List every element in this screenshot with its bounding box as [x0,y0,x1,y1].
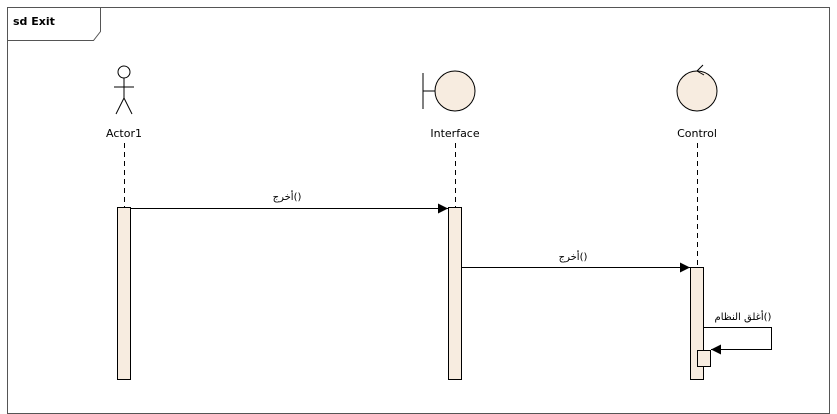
control-icon [676,64,718,112]
lifeline-label-interface: Interface [430,127,479,140]
lifeline-label-control: Control [677,127,717,140]
message-2-label: أخرج() [559,250,588,263]
lifeline-actor1: Actor1 [106,65,142,380]
message-1: أخرج() [131,190,448,214]
message-3-self: أغلق النظام() [704,310,772,355]
message-3-arrow [704,327,772,355]
lifeline-label-actor1: Actor1 [106,127,142,140]
boundary-icon [422,70,476,112]
lifeline-control: Control [676,64,718,380]
lifeline-interface: Interface [422,70,480,380]
activation-bar-interface [448,207,462,380]
frame-title: sd Exit [13,15,55,28]
message-2: أخرج() [462,250,690,273]
activation-bar-actor1 [117,207,131,380]
actor-icon [114,65,134,115]
message-1-label: أخرج() [273,190,302,203]
message-3-label: أغلق النظام() [715,310,772,323]
activation-bar-control-nested [697,350,711,367]
frame-title-tab [7,7,101,41]
